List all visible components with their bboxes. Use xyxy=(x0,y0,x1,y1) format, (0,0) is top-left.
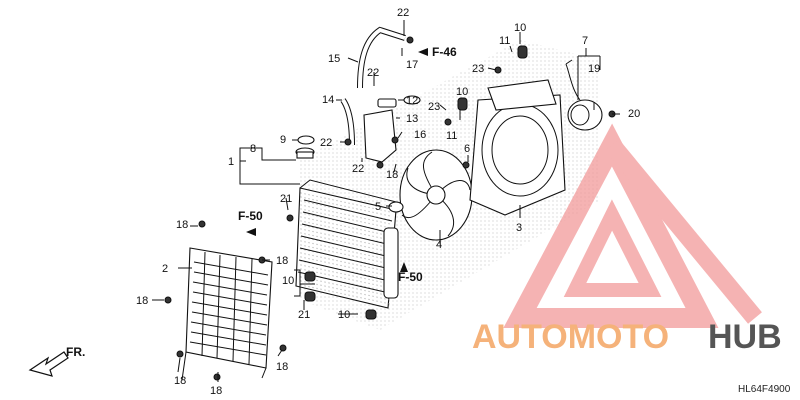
callout-22-c: 22 xyxy=(320,137,332,149)
callout-21-b: 21 xyxy=(298,309,310,321)
diagram-code: HL64F4900 xyxy=(738,384,791,395)
callout-14: 14 xyxy=(322,94,334,106)
callout-3: 3 xyxy=(516,222,522,234)
callout-19: 19 xyxy=(588,63,600,75)
callout-18-e: 18 xyxy=(210,385,222,397)
callout-10-b: 10 xyxy=(456,86,468,98)
watermark-logo xyxy=(503,123,762,328)
ref-f50-a-arrow xyxy=(246,228,256,236)
ref-f46: F-46 xyxy=(432,45,457,59)
callout-18-f: 18 xyxy=(276,361,288,373)
leader-lines xyxy=(152,20,620,382)
callout-18-d: 18 xyxy=(174,375,186,387)
grommets xyxy=(304,45,528,320)
callout-13: 13 xyxy=(406,113,418,125)
radiator-core xyxy=(295,179,406,309)
callout-23-b: 23 xyxy=(428,101,440,113)
callout-18-a: 18 xyxy=(176,219,188,231)
callout-2: 2 xyxy=(162,263,168,275)
front-label: FR. xyxy=(66,345,85,359)
reservoir-tank xyxy=(363,98,397,163)
callout-10-d: 10 xyxy=(338,309,350,321)
callout-22-d: 22 xyxy=(352,163,364,175)
siphon-hose xyxy=(357,26,406,89)
watermark-text-part2: HUB xyxy=(708,318,782,356)
callout-16: 16 xyxy=(414,129,426,141)
bolts xyxy=(164,36,616,381)
radiator-cap xyxy=(295,147,315,159)
callout-22-a: 22 xyxy=(397,7,409,19)
callout-15: 15 xyxy=(328,53,340,65)
front-arrow: FR. xyxy=(28,345,85,377)
ref-f50-b: F-50 xyxy=(398,270,423,284)
callout-23-a: 23 xyxy=(472,63,484,75)
callout-5: 5 xyxy=(375,201,381,213)
radiator-shroud xyxy=(181,247,273,381)
callout-17: 17 xyxy=(406,59,418,71)
ref-f46-arrow xyxy=(418,48,428,56)
fan-collar xyxy=(388,201,404,213)
callout-12: 12 xyxy=(406,95,418,107)
callout-10-a: 10 xyxy=(514,22,526,34)
callout-21-a: 21 xyxy=(280,193,292,205)
cap-seal xyxy=(297,135,315,145)
callout-11-b: 11 xyxy=(446,130,457,142)
callout-22-b: 22 xyxy=(367,67,379,79)
callout-11-a: 11 xyxy=(499,35,510,47)
ref-f50-b-arrow xyxy=(400,262,408,272)
callout-18-b: 18 xyxy=(276,255,288,267)
reservoir-hose-inner xyxy=(341,98,354,146)
callout-6: 6 xyxy=(464,143,470,155)
cooling-fan xyxy=(399,149,473,241)
callout-20: 20 xyxy=(628,108,640,120)
watermark-text-part1: AUTOMOTO xyxy=(472,318,669,356)
callout-9: 9 xyxy=(280,134,286,146)
callout-4: 4 xyxy=(436,239,442,251)
callouts: 1 2 3 4 5 6 7 8 9 10 10 10 10 11 11 12 1… xyxy=(136,7,640,397)
siphon-hose-inner xyxy=(358,27,406,89)
callout-10-c: 10 xyxy=(282,275,294,287)
callout-8: 8 xyxy=(250,143,256,155)
callout-18-c: 18 xyxy=(136,295,148,307)
callout-7: 7 xyxy=(582,35,588,47)
fan-shroud xyxy=(469,79,566,216)
ref-f50-a: F-50 xyxy=(238,209,263,223)
callout-18-g: 18 xyxy=(386,169,398,181)
callout-1: 1 xyxy=(228,156,234,168)
